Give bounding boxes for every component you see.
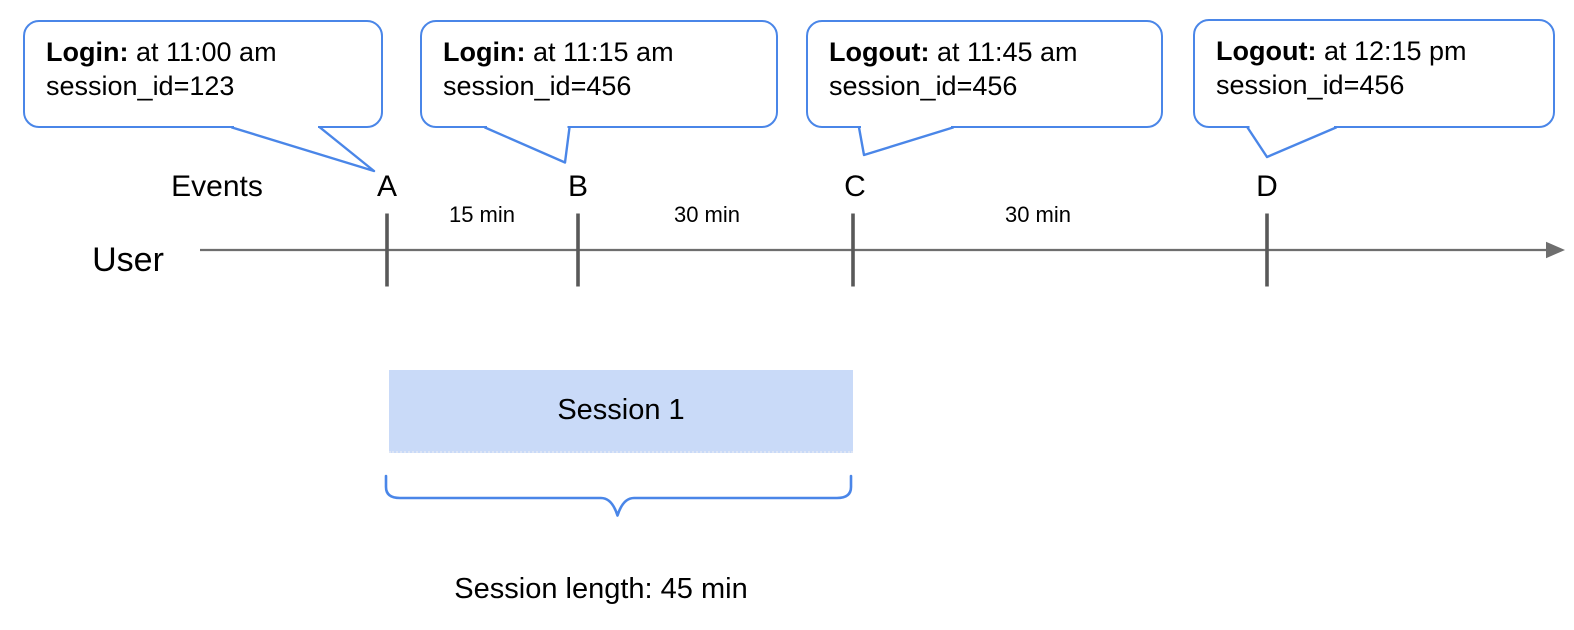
callout-event-line: Login: at 11:00 am <box>46 35 381 69</box>
user-lane-label: User <box>92 241 164 279</box>
interval-a-b: 15 min <box>448 202 516 227</box>
session-length-label: Session length: 45 min <box>454 573 748 605</box>
session-1-label: Session 1 <box>557 394 685 426</box>
callout-login-a: Login: at 11:00 am session_id=123 <box>23 20 383 128</box>
session-1-box: Session 1 <box>389 370 853 453</box>
event-marker-a: A <box>376 170 398 203</box>
timeline-arrowhead-icon <box>1546 241 1565 259</box>
callout-tail-c <box>857 124 955 157</box>
session-length-brace <box>384 474 853 517</box>
interval-c-d: 30 min <box>1004 202 1072 227</box>
interval-b-c: 30 min <box>673 202 741 227</box>
callout-logout-c: Logout: at 11:45 am session_id=456 <box>806 20 1163 128</box>
event-marker-b: B <box>567 170 589 203</box>
callout-event-line: Logout: at 12:15 pm <box>1216 34 1553 68</box>
callout-session-line: session_id=456 <box>829 71 1018 101</box>
callout-event-line: Logout: at 11:45 am <box>829 35 1161 69</box>
event-time-label: at 11:15 am <box>525 37 674 67</box>
events-axis-label: Events <box>171 170 263 203</box>
event-time-label: at 12:15 pm <box>1316 36 1467 66</box>
callout-tail-d <box>1246 124 1338 159</box>
event-marker-c: C <box>844 170 866 203</box>
callout-session-line: session_id=456 <box>443 71 632 101</box>
callout-login-b: Login: at 11:15 am session_id=456 <box>420 20 778 128</box>
timeline-axis <box>200 241 1565 259</box>
event-type-label: Login: <box>443 37 526 67</box>
event-type-label: Login: <box>46 37 129 67</box>
callout-logout-d: Logout: at 12:15 pm session_id=456 <box>1193 19 1555 128</box>
callout-session-line: session_id=456 <box>1216 70 1405 100</box>
event-type-label: Logout: <box>829 37 930 67</box>
callout-tail-a <box>230 124 376 173</box>
callout-event-line: Login: at 11:15 am <box>443 35 776 69</box>
event-marker-d: D <box>1256 170 1278 203</box>
callout-session-line: session_id=123 <box>46 71 235 101</box>
event-time-label: at 11:45 am <box>929 37 1078 67</box>
callout-tail-b <box>483 124 571 164</box>
event-time-label: at 11:00 am <box>128 37 277 67</box>
event-type-label: Logout: <box>1216 36 1317 66</box>
